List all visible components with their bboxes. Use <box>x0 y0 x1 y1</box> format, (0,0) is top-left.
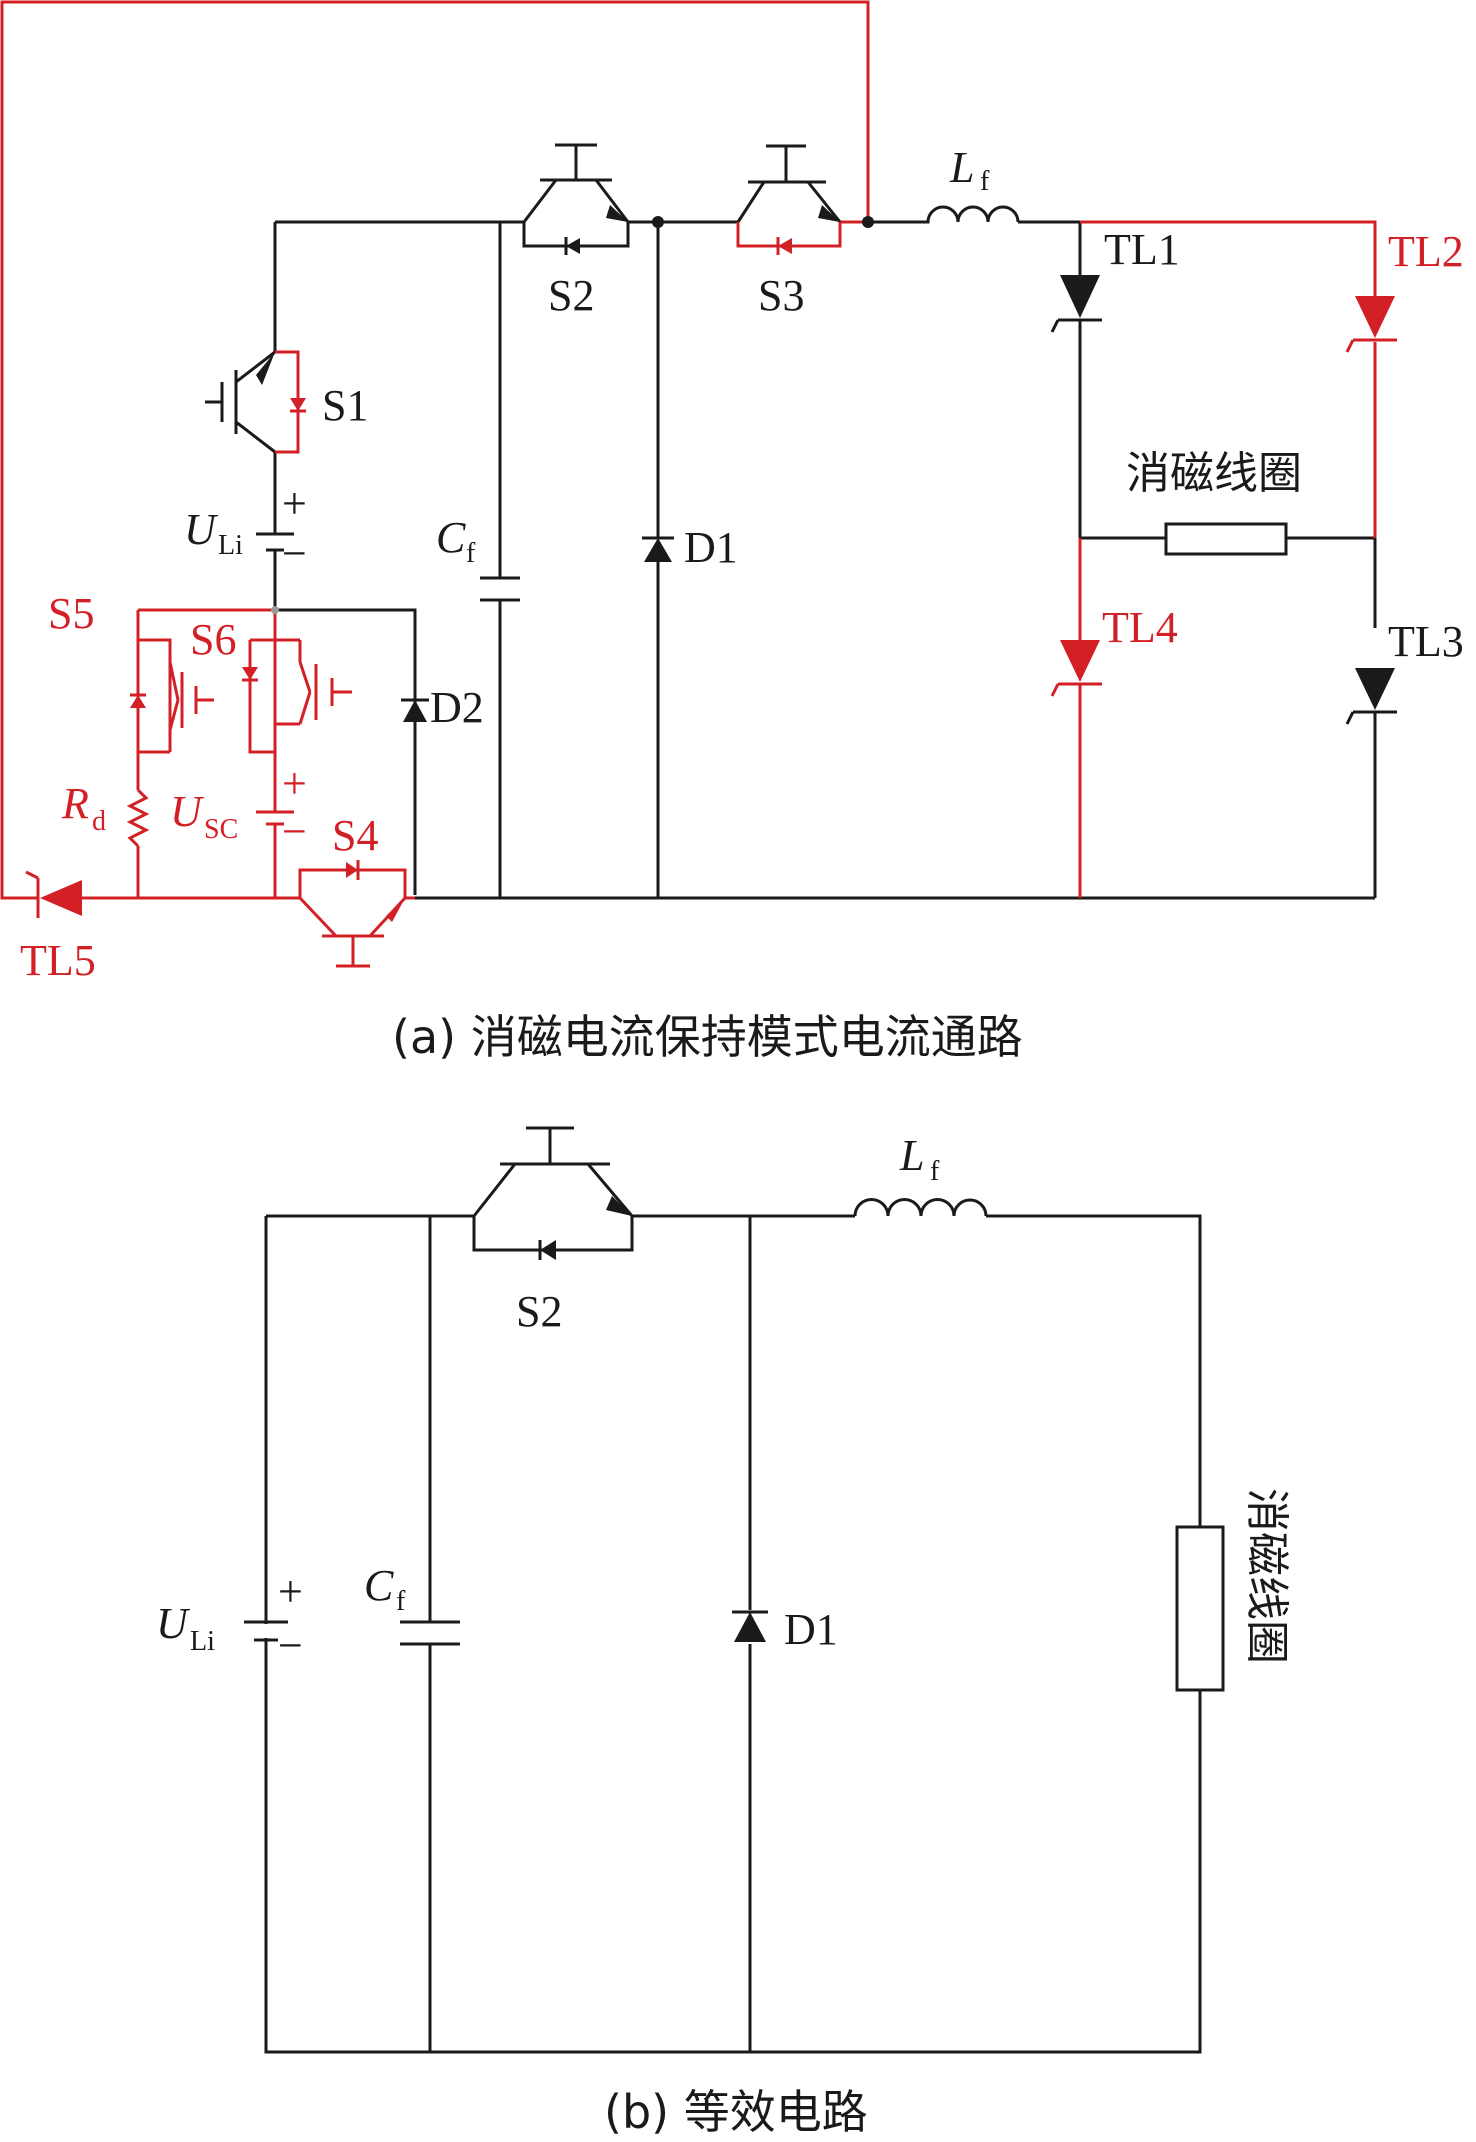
label-usc-sub: SC <box>204 814 238 845</box>
label-uli-b-sub: Li <box>190 1626 215 1657</box>
label-tl3: TL3 <box>1388 617 1464 666</box>
label-coil-b: 消磁线圈 <box>1241 1488 1292 1664</box>
diode-d1-b: D1 <box>732 1605 838 1654</box>
junction-dot <box>652 216 664 228</box>
capacitor-cf-b: C f <box>364 1561 460 1646</box>
label-d2: D2 <box>430 683 484 732</box>
diode-d2: D2 <box>401 683 484 732</box>
label-cf-b: C <box>364 1561 394 1610</box>
label-s4: S4 <box>332 811 378 860</box>
diode-d1-a: D1 <box>642 523 738 572</box>
label-usc: U <box>170 787 205 836</box>
label-lf: L <box>949 143 974 192</box>
diagram-b: S2 L f + − U Li C f D1 消磁线圈 (b) 等效电路 <box>156 1126 1292 2139</box>
switch-s2-b: S2 <box>472 1126 634 1336</box>
label-s2-b: S2 <box>516 1287 562 1336</box>
caption-a: (a) 消磁电流保持模式电流通路 <box>392 1010 1023 1064</box>
label-uli-a-sub: Li <box>218 530 243 561</box>
label-cf-b-sub: f <box>396 1586 406 1617</box>
label-rd: R <box>61 779 89 828</box>
coil-a: 消磁线圈 <box>1126 448 1302 556</box>
switch-s3: S3 <box>736 144 842 320</box>
red-path-a <box>0 0 1377 900</box>
label-s1: S1 <box>322 381 368 430</box>
label-uli-a: U <box>184 505 219 554</box>
wires-b <box>264 1214 1202 2054</box>
label-d1-a: D1 <box>684 523 738 572</box>
label-lf-sub: f <box>980 166 990 197</box>
switch-s5: S5 <box>48 589 214 752</box>
coil-b: 消磁线圈 <box>1175 1488 1292 1692</box>
label-rd-sub: d <box>92 806 106 837</box>
thyristor-tl4: TL4 <box>1050 603 1178 697</box>
thyristor-tl3: TL3 <box>1345 617 1464 725</box>
switch-s6: S6 <box>190 615 352 726</box>
label-lf-b-sub: f <box>930 1156 940 1187</box>
plus-b: + <box>278 1567 303 1616</box>
label-cf-a-sub: f <box>466 538 476 569</box>
capacitor-cf-a: C f <box>436 513 520 602</box>
label-uli-b: U <box>156 1599 191 1648</box>
label-d1-b: D1 <box>784 1605 838 1654</box>
plus-a: + <box>282 479 307 528</box>
resistor-rd: R d <box>61 779 150 848</box>
switch-s2: S2 <box>522 143 630 320</box>
minus-a: − <box>282 529 307 578</box>
plus-usc: + <box>282 759 307 808</box>
label-tl2: TL2 <box>1388 227 1464 276</box>
caption-b: (b) 等效电路 <box>604 2085 868 2139</box>
label-tl4: TL4 <box>1102 603 1178 652</box>
label-s5: S5 <box>48 589 94 638</box>
diagram-a: S2 S3 L f TL1 TL2 <box>0 0 1464 1064</box>
thyristor-tl1: TL1 <box>1050 225 1180 333</box>
thyristor-tl2: TL2 <box>1345 227 1464 353</box>
label-s2: S2 <box>548 271 594 320</box>
label-tl1: TL1 <box>1104 225 1180 274</box>
battery-usc: + − U SC <box>170 759 307 856</box>
switch-s4: S4 <box>298 811 407 968</box>
inductor-lf-b: L f <box>853 1131 988 1217</box>
label-s3: S3 <box>758 271 804 320</box>
minus-usc: − <box>282 807 307 856</box>
inductor-lf: L f <box>868 143 1020 224</box>
battery-uli-a: + − U Li <box>184 479 307 578</box>
thyristor-tl5: TL5 <box>20 870 96 985</box>
switch-s1: S1 <box>205 350 368 454</box>
label-coil-a: 消磁线圈 <box>1126 448 1302 499</box>
wires-a <box>273 220 1377 900</box>
label-tl5: TL5 <box>20 936 96 985</box>
minus-b: − <box>278 1621 303 1670</box>
battery-uli-b: + − U Li <box>156 1567 303 1670</box>
label-s6: S6 <box>190 615 236 664</box>
label-cf-a: C <box>436 513 466 562</box>
label-lf-b: L <box>899 1131 924 1180</box>
junction-dot <box>271 606 279 614</box>
